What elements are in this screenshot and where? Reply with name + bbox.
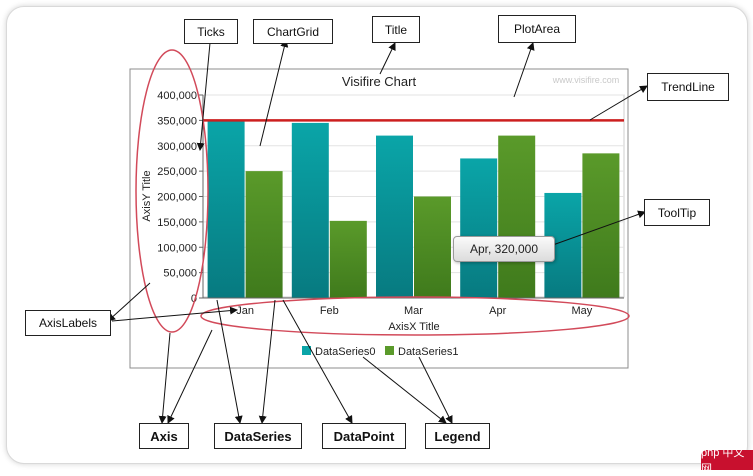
x-axis-labels: Jan Feb Mar Apr May <box>236 305 593 317</box>
tooltip-arrow <box>549 210 646 247</box>
y-tick-label: 100,000 <box>157 242 197 254</box>
callout-dataseries: DataSeries <box>214 423 302 449</box>
y-tick-label: 350,000 <box>157 115 197 127</box>
legend-label-series0: DataSeries0 <box>315 346 376 358</box>
y-tick-label: 300,000 <box>157 141 197 153</box>
legend-arrow-1 <box>362 356 447 424</box>
dataseries-arrow-1 <box>216 299 243 424</box>
y-tick-label: 400,000 <box>157 90 197 102</box>
plotarea-arrow <box>513 42 535 98</box>
title-arrow <box>379 42 396 75</box>
bar-DataSeries1-Mar[interactable] <box>414 196 451 299</box>
y-axis-title: AxisY Title <box>141 170 153 221</box>
data-series <box>207 120 620 299</box>
axis-arrow-2 <box>167 329 213 424</box>
x-tick-label: Apr <box>489 305 506 317</box>
axis-ellipse <box>135 49 209 333</box>
bar-DataSeries1-Feb[interactable] <box>329 220 367 298</box>
bar-DataSeries0-Jan[interactable] <box>207 120 245 298</box>
bar-DataSeries1-Jan[interactable] <box>245 171 283 298</box>
callout-title: Title <box>372 16 420 43</box>
chart-watermark: www.visifire.com <box>552 75 620 85</box>
legend-swatch-series0 <box>302 346 311 355</box>
bar-DataSeries0-Apr[interactable] <box>460 158 498 298</box>
corner-watermark: php 中文网 <box>701 447 753 475</box>
ticks-arrow <box>196 42 211 151</box>
tooltip: Apr, 320,000 <box>453 236 555 262</box>
y-tick-label: 200,000 <box>157 192 197 204</box>
chartgrid-arrow <box>259 39 289 147</box>
callout-legend: Legend <box>425 423 490 449</box>
axis-arrow-1 <box>158 332 171 424</box>
legend-swatch-series1 <box>385 346 394 355</box>
axis-labels-ellipse <box>200 296 630 336</box>
x-tick-label: Jan <box>236 305 254 317</box>
x-tick-label: May <box>572 305 593 317</box>
trendline-arrow <box>589 85 648 121</box>
callout-trendline: TrendLine <box>647 73 729 101</box>
callout-arrows <box>107 39 648 424</box>
y-tick-label: 150,000 <box>157 217 197 229</box>
datapoint-arrow <box>282 299 353 424</box>
chart-title: Visifire Chart <box>342 74 417 89</box>
callout-axis: Axis <box>139 423 189 449</box>
legend-arrow-2 <box>418 356 453 424</box>
axislabels-arrow-1 <box>107 282 151 322</box>
y-tick-label: 50,000 <box>163 268 197 280</box>
callout-ticks: Ticks <box>184 19 238 44</box>
bar-DataSeries1-Apr[interactable] <box>498 135 536 298</box>
y-axis-ticks: 0 50,000 100,000 150,000 200,000 250,000 300,0… <box>157 90 203 305</box>
bar-DataSeries0-Feb[interactable] <box>291 122 329 298</box>
callout-tooltip: ToolTip <box>644 199 710 226</box>
x-tick-label: Mar <box>404 305 423 317</box>
x-axis-title: AxisX Title <box>388 321 439 333</box>
bar-DataSeries1-May[interactable] <box>582 153 620 298</box>
y-tick-label: 0 <box>191 293 197 305</box>
x-tick-label: Feb <box>320 305 339 317</box>
y-tick-label: 250,000 <box>157 166 197 178</box>
axislabels-arrow-2 <box>111 306 238 322</box>
callout-plotarea: PlotArea <box>498 15 576 43</box>
callout-datapoint: DataPoint <box>322 423 406 449</box>
legend-label-series1: DataSeries1 <box>398 346 459 358</box>
dataseries-arrow-2 <box>258 299 276 424</box>
callout-chartgrid: ChartGrid <box>253 19 333 44</box>
bar-DataSeries0-Mar[interactable] <box>376 135 413 298</box>
callout-axislabels: AxisLabels <box>25 310 111 336</box>
